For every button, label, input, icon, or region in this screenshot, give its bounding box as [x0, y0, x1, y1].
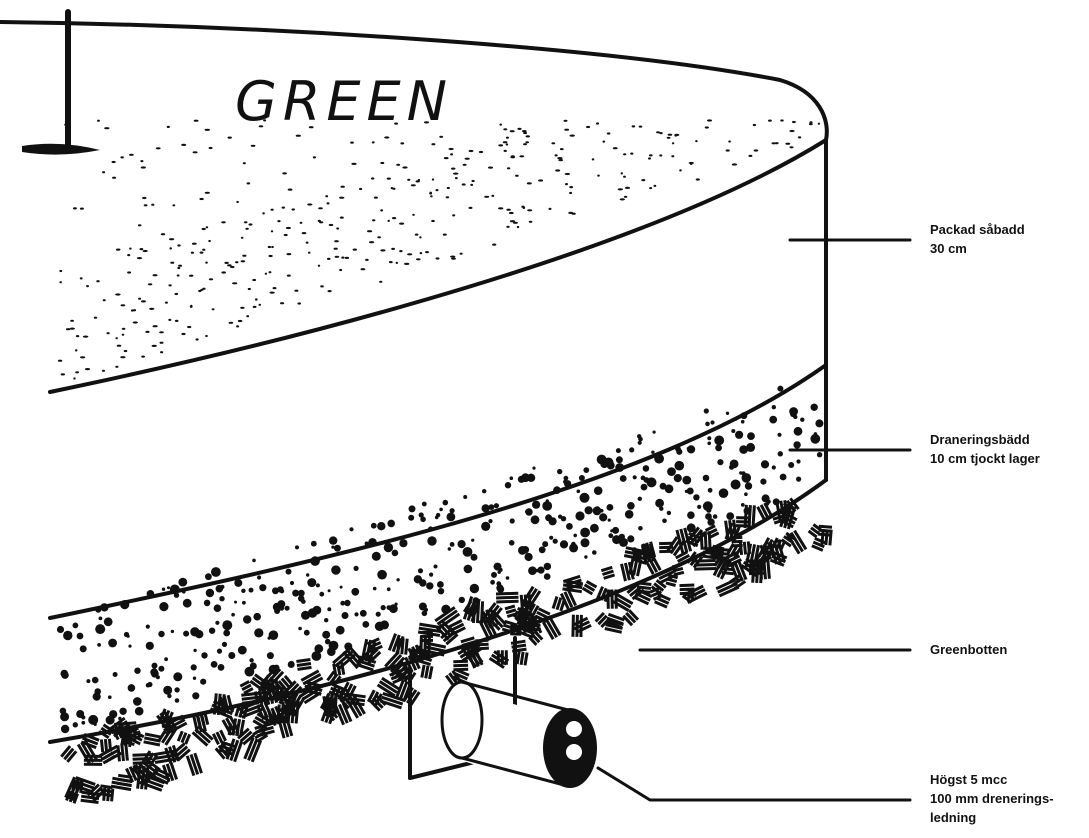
label-seedbed-detail: 30 cm — [930, 239, 1025, 258]
diagram-title: GREEN — [235, 70, 453, 133]
label-drainage-bed-detail: 10 cm tjockt lager — [930, 449, 1040, 468]
label-green-bottom-name: Greenbotten — [930, 640, 1007, 659]
label-drainage-bed-name: Draneringsbädd — [930, 430, 1040, 449]
label-pipe-line3: ledning — [930, 808, 1054, 827]
surface-stipple — [58, 119, 820, 379]
flag-pin-icon — [22, 12, 100, 155]
leader-line-pipe — [598, 768, 910, 800]
label-seedbed: Packad såbadd 30 cm — [930, 220, 1025, 258]
label-pipe-line2: 100 mm drenerings- — [930, 789, 1054, 808]
label-pipe: Högst 5 mcc 100 mm drenerings- ledning — [930, 770, 1054, 827]
label-drainage-bed: Draneringsbädd 10 cm tjockt lager — [930, 430, 1040, 468]
label-seedbed-name: Packad såbadd — [930, 220, 1025, 239]
drainage-pipe-icon — [442, 682, 597, 790]
label-pipe-line1: Högst 5 mcc — [930, 770, 1054, 789]
label-green-bottom: Greenbotten — [930, 640, 1007, 659]
green-surface-front-edge — [50, 140, 826, 392]
